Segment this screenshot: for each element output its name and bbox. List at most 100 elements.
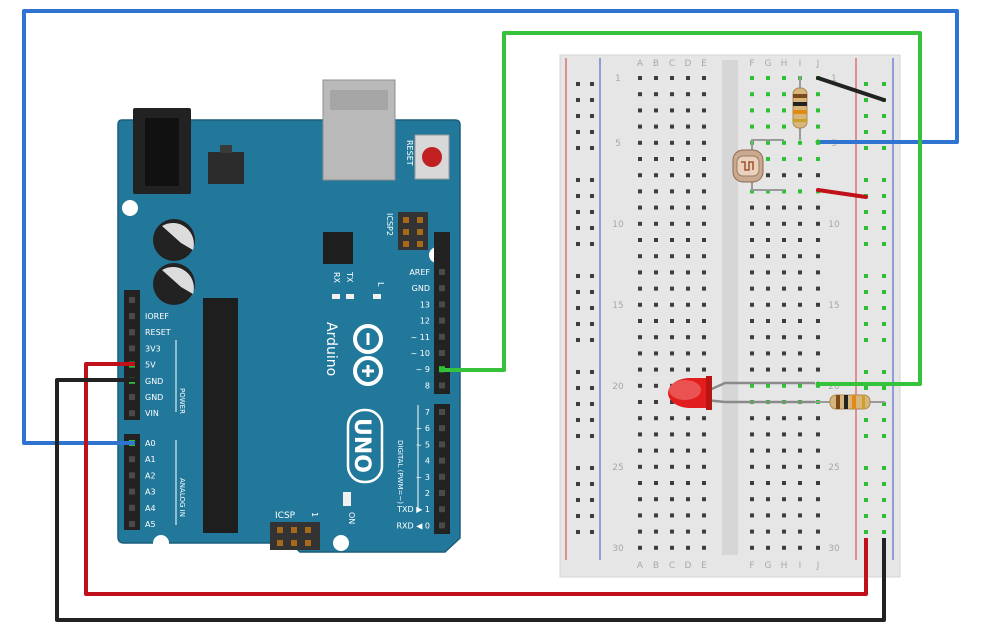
breadboard-hole [798,545,802,550]
breadboard-hole [686,497,690,502]
header-pin [439,409,445,415]
pin-label: GND [145,393,163,402]
rail-hole [576,290,580,294]
breadboard-hole [766,76,770,80]
breadboard-hole [782,124,786,129]
header-pin [129,488,135,495]
breadboard-hole [702,416,706,421]
breadboard-hole [638,400,642,404]
rail-hole [864,242,868,246]
breadboard-hole [638,464,642,469]
breadboard-hole [750,238,754,242]
breadboard-hole [816,238,820,242]
row-number: 20 [828,382,840,392]
breadboard-hole [702,92,706,97]
breadboard-hole [782,270,786,275]
column-label: J [816,59,820,69]
rail-hole [882,146,886,150]
header-pin [439,269,445,275]
icsp2-pin [403,229,409,235]
column-label: F [749,59,754,69]
rail-hole [882,114,886,118]
tx-led [346,294,354,299]
breadboard-hole [766,302,770,307]
rail-hole [590,338,594,342]
breadboard-hole [638,335,642,340]
pin-label: VIN [145,409,159,418]
breadboard-hole [750,286,754,291]
resistor-icon [792,76,808,140]
breadboard-hole [670,513,674,518]
breadboard-hole [750,416,754,421]
rail-hole [576,226,580,230]
row-number: 25 [612,463,623,473]
row-number: 5 [615,139,621,149]
breadboard-hole [702,351,706,356]
breadboard-hole [798,529,802,534]
breadboard-hole [638,481,642,485]
pin-label: GND [145,377,163,386]
breadboard-hole [686,302,690,307]
icsp-pin-one-label: 1 [310,512,319,517]
rail-hole [882,514,886,518]
breadboard-hole [750,497,754,502]
breadboard-hole [638,108,642,113]
rail-hole [882,290,886,294]
rail-hole [864,466,868,470]
breadboard-hole [766,432,770,437]
rail-hole [590,434,594,438]
breadboard-hole [654,432,658,437]
breadboard-hole [750,254,754,259]
rail-hole [590,274,594,278]
breadboard-hole [782,545,786,550]
breadboard-hole [750,270,754,275]
breadboard-hole [702,157,706,161]
rail-hole [576,322,580,326]
breadboard-hole [766,497,770,502]
header-pin [129,313,135,319]
rail-hole [590,130,594,134]
breadboard-hole [816,351,820,356]
breadboard-hole [702,108,706,113]
pin-label: ~ 6 [416,424,430,433]
wires [22,9,959,622]
breadboard-hole [638,529,642,534]
breadboard-hole [686,351,690,356]
breadboard-hole [686,448,690,453]
breadboard-hole [638,76,642,80]
wire-endpoint [439,367,445,373]
breadboard-hole [798,302,802,307]
breadboard-hole [702,270,706,275]
breadboard-hole [766,254,770,259]
header-pin [129,410,135,417]
breadboard-hole [654,497,658,502]
breadboard-hole [750,448,754,453]
pin-label: A4 [145,504,156,513]
breadboard-hole [782,221,786,226]
breadboard-hole [686,529,690,534]
breadboard-hole [782,254,786,259]
header-pin [129,456,135,463]
pin-label: 8 [425,381,430,390]
breadboard-hole [766,351,770,356]
breadboard-hole [798,383,802,388]
header-pin [439,522,445,529]
tx-label: TX [345,271,354,283]
breadboard-hole [782,367,786,372]
breadboard-hole [782,189,786,194]
rail-hole [864,130,868,134]
rail-hole [882,210,886,214]
breadboard-hole [686,270,690,275]
breadboard-hole [816,464,820,469]
rail-hole [882,194,886,198]
rail-hole [882,418,886,422]
power-jack-inner [145,118,179,186]
pin-label: A3 [145,488,156,497]
rail-hole [882,482,886,486]
column-label: A [637,561,644,571]
reset-label: RESET [405,140,414,166]
arduino-brand: Arduino [323,322,339,376]
rail-hole [590,482,594,486]
breadboard-hole [782,302,786,307]
breadboard-hole [750,302,754,307]
